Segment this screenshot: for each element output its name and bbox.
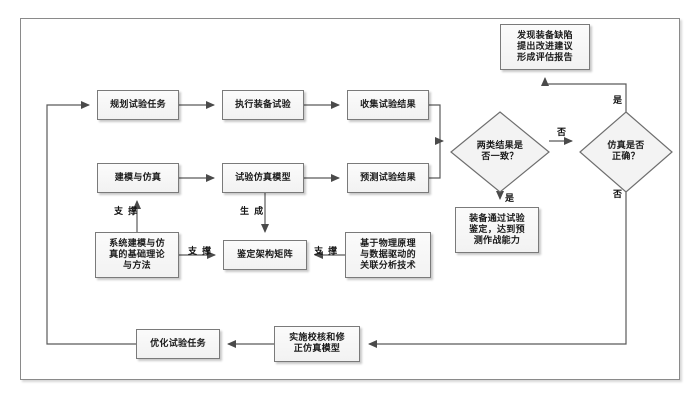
edge-label-support-3-text: 支 撑 xyxy=(314,247,339,257)
edge-label-support-2-text: 支 撑 xyxy=(188,247,213,257)
edge-results-merge xyxy=(429,104,441,179)
node-execute[interactable]: 执行装备试验 xyxy=(222,90,304,120)
node-predict[interactable]: 预测试验结果 xyxy=(347,163,429,193)
node-simmodel[interactable]: 试验仿真模型 xyxy=(222,163,304,193)
node-plan[interactable]: 规划试验任务 xyxy=(97,90,179,120)
node-model[interactable]: 建模与仿真 xyxy=(97,163,179,193)
node-matrix-label: 鉴定架构矩阵 xyxy=(237,249,293,260)
node-report-label: 发现装备缺陷 提出改进建议 形成评估报告 xyxy=(517,30,573,63)
edge-label-no-simcorrect-text: 否 xyxy=(613,190,624,200)
diamond-shapes xyxy=(450,111,673,193)
node-execute-label: 执行装备试验 xyxy=(235,99,291,110)
node-predict-label: 预测试验结果 xyxy=(360,172,416,183)
node-model-label: 建模与仿真 xyxy=(114,172,162,183)
node-plan-label: 规划试验任务 xyxy=(110,99,166,110)
edge-simcorrect-calibrate xyxy=(368,192,627,348)
decision-consistency-shape xyxy=(450,111,550,193)
edge-label-generate-text: 生 成 xyxy=(240,207,265,217)
node-simmodel-label: 试验仿真模型 xyxy=(235,172,291,183)
node-collect[interactable]: 收集试验结果 xyxy=(347,90,429,120)
node-calibrate[interactable]: 实施校核和修 正仿真模型 xyxy=(274,326,360,362)
edge-label-no-consistency: 否 xyxy=(557,128,567,138)
node-calibrate-label: 实施校核和修 正仿真模型 xyxy=(289,333,345,354)
node-matrix[interactable]: 鉴定架构矩阵 xyxy=(223,240,307,270)
edge-label-yes-simcorrect-text: 是 xyxy=(613,96,624,106)
node-analysis-label: 基于物理原理 与数据驱动的 关联分析技术 xyxy=(360,238,416,271)
edge-label-no-simcorrect: 否 xyxy=(613,190,623,200)
node-theory[interactable]: 系统建模与仿 真的基础理论 与方法 xyxy=(95,232,179,278)
edge-label-yes-consistency-text: 是 xyxy=(505,194,516,204)
edge-label-support-1: 支 撑 xyxy=(114,207,138,217)
edge-label-generate: 生 成 xyxy=(240,207,264,217)
edge-label-support-1-text: 支 撑 xyxy=(114,207,139,217)
decision-simcorrect-shape xyxy=(579,111,673,193)
node-report[interactable]: 发现装备缺陷 提出改进建议 形成评估报告 xyxy=(500,24,590,70)
node-analysis[interactable]: 基于物理原理 与数据驱动的 关联分析技术 xyxy=(345,232,431,278)
edge-label-yes-consistency: 是 xyxy=(505,194,515,204)
edge-label-support-2: 支 撑 xyxy=(188,247,212,257)
edge-optimize-plan xyxy=(46,101,136,345)
edge-label-yes-simcorrect: 是 xyxy=(613,96,623,106)
node-collect-label: 收集试验结果 xyxy=(360,99,416,110)
edge-label-support-3: 支 撑 xyxy=(314,247,338,257)
node-theory-label: 系统建模与仿 真的基础理论 与方法 xyxy=(109,238,165,271)
node-optimize-label: 优化试验任务 xyxy=(150,338,206,349)
edge-simcorrect-report xyxy=(541,77,627,112)
node-qualified[interactable]: 装备通过试验 鉴定，达到预 测作战能力 xyxy=(455,207,539,253)
outer-frame xyxy=(20,18,680,380)
node-optimize[interactable]: 优化试验任务 xyxy=(136,329,220,359)
edge-label-no-consistency-text: 否 xyxy=(557,128,568,138)
node-qualified-label: 装备通过试验 鉴定，达到预 测作战能力 xyxy=(469,213,525,246)
